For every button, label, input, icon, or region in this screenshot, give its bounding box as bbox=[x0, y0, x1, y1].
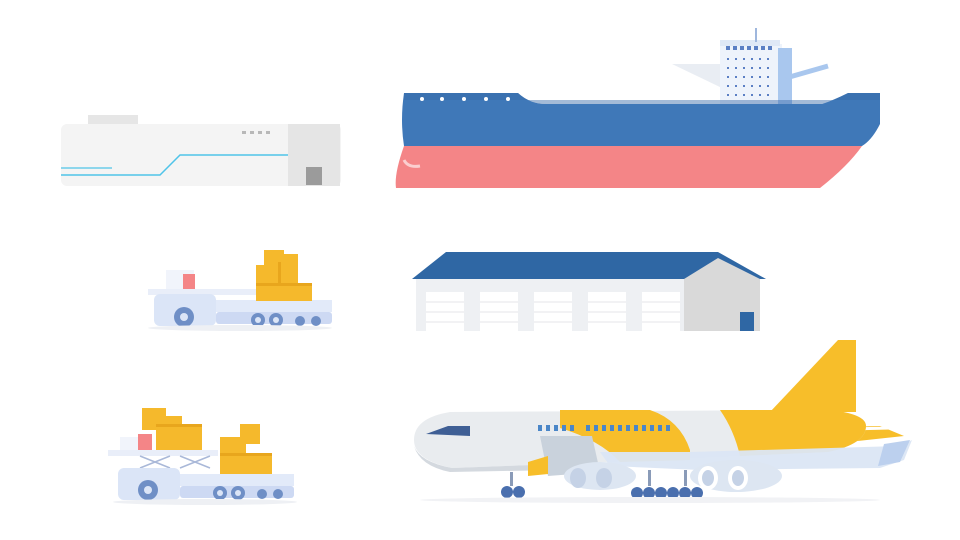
scissor-lift-loader-icon bbox=[108, 408, 297, 505]
cargo-ship-icon bbox=[395, 28, 880, 188]
baggage-tractor-icon bbox=[148, 250, 332, 331]
airplane-landing-gear bbox=[501, 470, 703, 499]
loader-wheels bbox=[138, 480, 283, 500]
cargo-airplane-icon bbox=[414, 340, 912, 503]
train-car-icon bbox=[61, 115, 341, 186]
warehouse-icon bbox=[412, 252, 766, 331]
tractor-wheels bbox=[174, 307, 321, 327]
